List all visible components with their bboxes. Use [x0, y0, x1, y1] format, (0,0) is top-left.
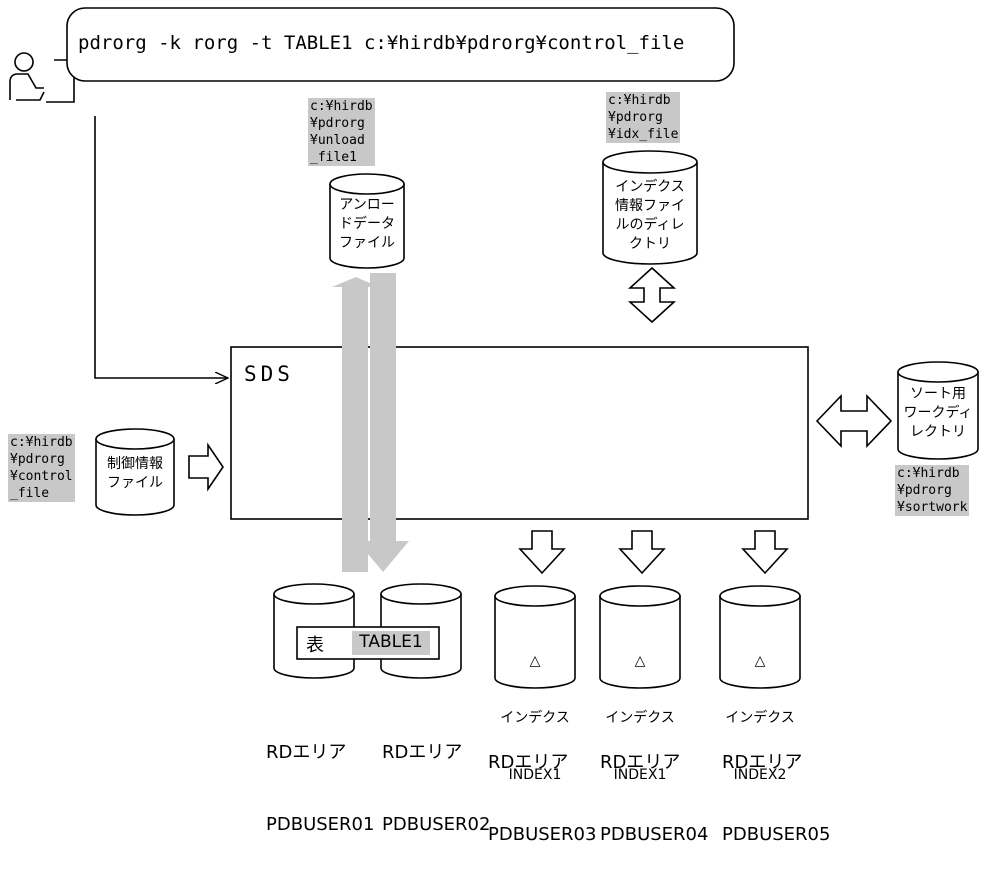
index-marker-3: △: [754, 653, 766, 669]
rdarea-caption-2: RDエリア PDBUSER02: [382, 693, 490, 861]
rdarea-name-5: PDBUSER05: [722, 824, 831, 845]
rdarea-name-2: PDBUSER02: [382, 814, 491, 835]
control-file-name: 制御情報 ファイル: [107, 456, 163, 491]
rdarea-name-3: PDBUSER03: [488, 824, 597, 845]
command-line: [94, 116, 228, 378]
index-info-name: インデクス 情報ファイ ルのディレ クトリ: [615, 179, 685, 252]
index-label-2: インデクス: [605, 710, 675, 726]
unload-file-cylinder: [329, 173, 405, 269]
command-balloon: [66, 7, 735, 82]
control-file-cylinder: [95, 428, 175, 516]
rdarea-label-1: RDエリア: [266, 742, 347, 763]
sort-work-cylinder: [897, 361, 979, 460]
sort-work-name: ソート用 ワークディ レクトリ: [903, 386, 973, 440]
control-file-arrow: [188, 442, 224, 492]
rdarea-label-4: RDエリア: [600, 752, 681, 773]
index-marker-2: △: [634, 653, 646, 669]
sds-label: SDS: [244, 362, 294, 386]
rdarea-label-3: RDエリア: [488, 752, 569, 773]
rdarea-name-4: PDBUSER04: [600, 824, 709, 845]
rdarea-label-5: RDエリア: [722, 752, 803, 773]
sort-work-double-arrow: [815, 394, 893, 448]
index-info-double-arrow: [627, 266, 677, 324]
rdarea-cylinder-5: [719, 585, 801, 689]
sort-work-path: c:¥hirdb ¥pdrorg ¥sortwork: [895, 465, 970, 516]
rdarea-label-2: RDエリア: [382, 742, 463, 763]
unload-file-path: c:¥hirdb ¥pdrorg ¥unload _file1: [308, 98, 375, 166]
unload-up-arrow: [332, 277, 379, 572]
index-info-cylinder: [602, 150, 698, 265]
table-name-highlight: [352, 631, 430, 655]
sds-box: [230, 346, 809, 520]
rdarea-cylinder-3: [494, 585, 576, 689]
index-down-arrows: [518, 530, 789, 575]
unload-file-name: アンロー ドデータ ファイル: [339, 197, 395, 251]
rdarea-name-1: PDBUSER01: [266, 814, 375, 835]
diagram-shapes: [9, 7, 979, 689]
table-prefix: 表: [306, 635, 324, 656]
diagram: pdrorg -k rorg -t TABLE1 c:¥hirdb¥pdrorg…: [8, 7, 979, 845]
command-text: pdrorg -k rorg -t TABLE1 c:¥hirdb¥pdrorg…: [78, 32, 685, 54]
index-marker-1: △: [529, 653, 541, 669]
rdarea-cylinder-4: [599, 585, 681, 689]
index-label-3: インデクス: [725, 710, 795, 726]
load-down-arrow: [357, 273, 409, 572]
table-name: TABLE1: [359, 632, 423, 652]
rdarea-caption-4: RDエリア PDBUSER04: [600, 703, 708, 871]
rdarea-caption-5: RDエリア PDBUSER05: [722, 703, 830, 871]
rdarea-caption-1: RDエリア PDBUSER01: [266, 693, 374, 861]
index-label-1: インデクス: [500, 710, 570, 726]
rdarea-caption-3: RDエリア PDBUSER03: [488, 703, 596, 871]
index-info-path: c:¥hirdb ¥pdrorg ¥idx_file: [606, 92, 681, 143]
user-at-terminal-icon: [9, 52, 75, 103]
control-file-path: c:¥hirdb ¥pdrorg ¥control _file: [8, 434, 75, 502]
